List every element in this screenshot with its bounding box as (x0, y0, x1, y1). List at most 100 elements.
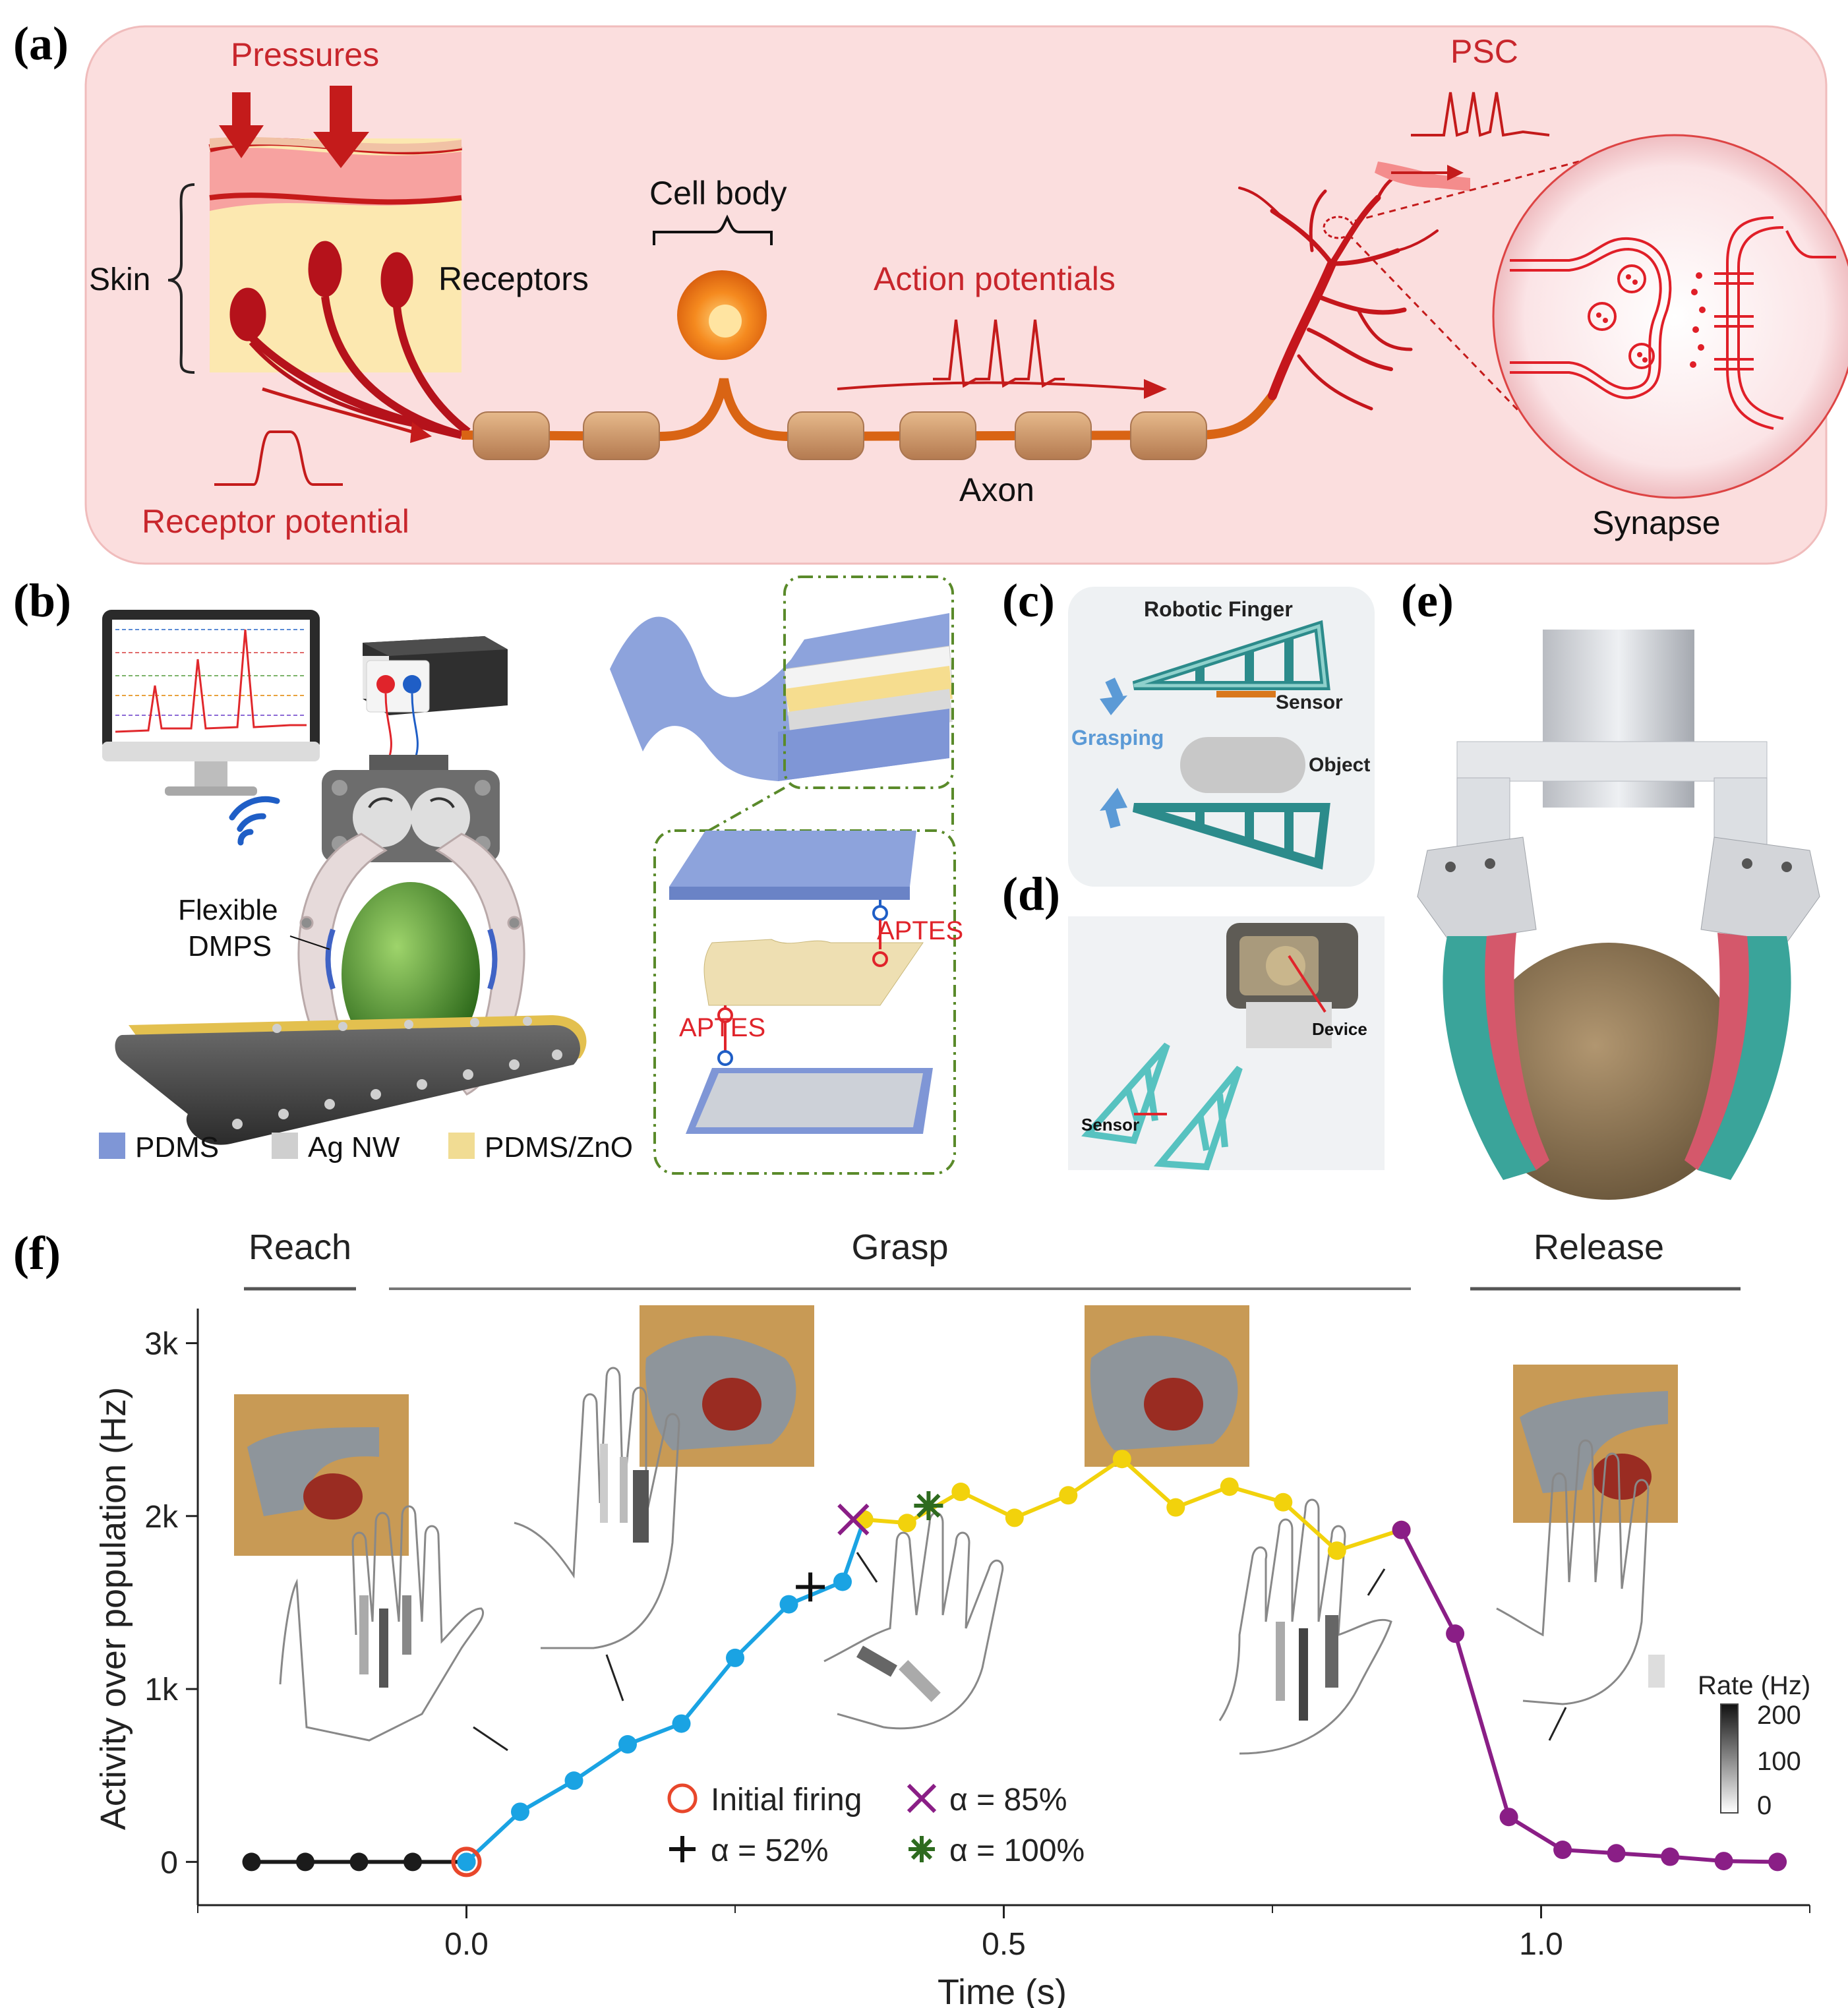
data-point (511, 1802, 529, 1821)
legend-label-alpha-52: α = 52% (711, 1833, 829, 1868)
x-axis-label: Time (s) (938, 1972, 1067, 2008)
panel-b-gripper-schematic: (b) (13, 574, 963, 1175)
psc-wave (1411, 92, 1550, 137)
colorbar-tick-0: 0 (1757, 1791, 1772, 1820)
legend-label-initial-firing: Initial firing (711, 1783, 862, 1817)
sensor-strip-icon (1216, 691, 1276, 697)
data-point (1166, 1498, 1185, 1517)
phase-reach: Reach (249, 1227, 351, 1267)
data-point (1059, 1486, 1078, 1505)
phase-grasp: Grasp (851, 1227, 948, 1267)
aptes-bottom-label: APTES (679, 1013, 765, 1042)
receptors-label: Receptors (438, 260, 589, 297)
skin-brace (167, 183, 195, 374)
receptors-icon (229, 241, 475, 439)
data-point (1274, 1492, 1293, 1512)
data-point (1005, 1508, 1024, 1527)
data-point (618, 1735, 637, 1754)
colorbar-title: Rate (Hz) (1698, 1671, 1810, 1700)
marker-x (837, 1503, 870, 1536)
photo-grasp2-icon (1085, 1305, 1249, 1467)
spine-icon (1375, 162, 1470, 191)
x-tick-label: 1.0 (1519, 1927, 1563, 1962)
axon-label: Axon (959, 471, 1034, 508)
material-legend: PDMS Ag NW PDMS/ZnO (99, 1131, 633, 1164)
receptor-potential-label: Receptor potential (142, 503, 409, 540)
receptor-potential-arrow (262, 387, 413, 434)
vesicle-dots (1596, 272, 1706, 368)
zoom-line-bottom (1347, 233, 1521, 413)
myelin-sheaths (473, 411, 1207, 460)
data-point (457, 1852, 476, 1872)
layer-bottom-agnw-inner (696, 1073, 923, 1127)
photo-reach-icon (234, 1394, 409, 1556)
data-point (1768, 1852, 1787, 1872)
marker-plus (796, 1572, 825, 1602)
legend-label-alpha-100: α = 100% (949, 1833, 1085, 1868)
hand-icon-2 (514, 1367, 680, 1701)
rate-colorbar: Rate (Hz) 200 100 0 (1698, 1671, 1810, 1820)
synapse-highlight (1323, 216, 1354, 239)
potato-icon (1474, 943, 1744, 1200)
device-body-icon (1226, 923, 1358, 1048)
panel-e-letter: (e) (1401, 574, 1454, 627)
zoom-connector-left (708, 786, 785, 832)
y-tick-label: 2k (144, 1500, 179, 1535)
data-point (242, 1852, 261, 1872)
hand-icon-1 (279, 1505, 508, 1752)
soft-finger-right-icon (1684, 933, 1791, 1180)
panel-a-letter: (a) (13, 17, 69, 70)
zoom-line-top (1354, 160, 1580, 222)
hand-icon-3 (823, 1512, 1004, 1730)
dmps-label: DMPS (188, 930, 272, 962)
data-point (672, 1714, 691, 1733)
axon-terminal-icon (1238, 169, 1439, 411)
legend-swatch-pdms (99, 1133, 125, 1159)
data-point (779, 1595, 798, 1614)
legend-label-alpha-85: α = 85% (949, 1783, 1067, 1817)
legend-symbol-alpha-52 (669, 1836, 696, 1862)
device-label: Device (1312, 1019, 1367, 1039)
panel-c-letter: (c) (1002, 574, 1055, 627)
legend-swatch-pdms-zno (448, 1133, 475, 1159)
conveyor-belt-icon (115, 1015, 587, 1145)
data-point (951, 1483, 970, 1502)
data-point (1661, 1847, 1680, 1866)
cell-body-label: Cell body (649, 175, 787, 212)
panel-b-letter: (b) (13, 574, 71, 627)
aptes-link-bottom (717, 1005, 733, 1066)
y-axis-label: Activity over population (Hz) (94, 1387, 133, 1830)
data-point (1499, 1808, 1518, 1827)
zoom-box-top (783, 576, 954, 789)
sensor-label-c: Sensor (1276, 692, 1343, 713)
controller-box-icon (363, 636, 508, 759)
series-line-2 (864, 1457, 1402, 1553)
y-tick-label: 3k (144, 1326, 179, 1361)
hand-icon-4 (1218, 1498, 1392, 1755)
chart-markers (451, 1491, 943, 1877)
grasp-arrow-down-icon (1100, 678, 1127, 715)
aptes-link-top (872, 900, 888, 967)
colorbar-tick-100: 100 (1757, 1747, 1801, 1776)
flexible-label: Flexible (178, 894, 278, 926)
y-tick-label: 1k (144, 1672, 179, 1707)
layer-top-pdms-edge (669, 887, 910, 900)
layer-mid-zno (703, 939, 924, 1006)
cell-body-bracket (653, 214, 773, 245)
y-tick-label: 0 (160, 1845, 178, 1880)
legend-symbol-alpha-85 (907, 1783, 937, 1814)
device-pointer (1288, 955, 1326, 1013)
legend-symbol-initial-firing (667, 1783, 698, 1814)
data-point (726, 1648, 744, 1667)
legend-symbol-alpha-100 (909, 1836, 935, 1862)
colorbar-gradient (1720, 1703, 1739, 1814)
psc-arrowhead (1447, 165, 1464, 181)
receptor-potential-arrowhead (410, 422, 432, 443)
data-point (897, 1514, 916, 1533)
object-icon (1180, 737, 1305, 793)
panel-e-gripper-photo: (e) (1401, 574, 1820, 1200)
data-point (1220, 1477, 1239, 1496)
axon-line (461, 378, 1276, 442)
